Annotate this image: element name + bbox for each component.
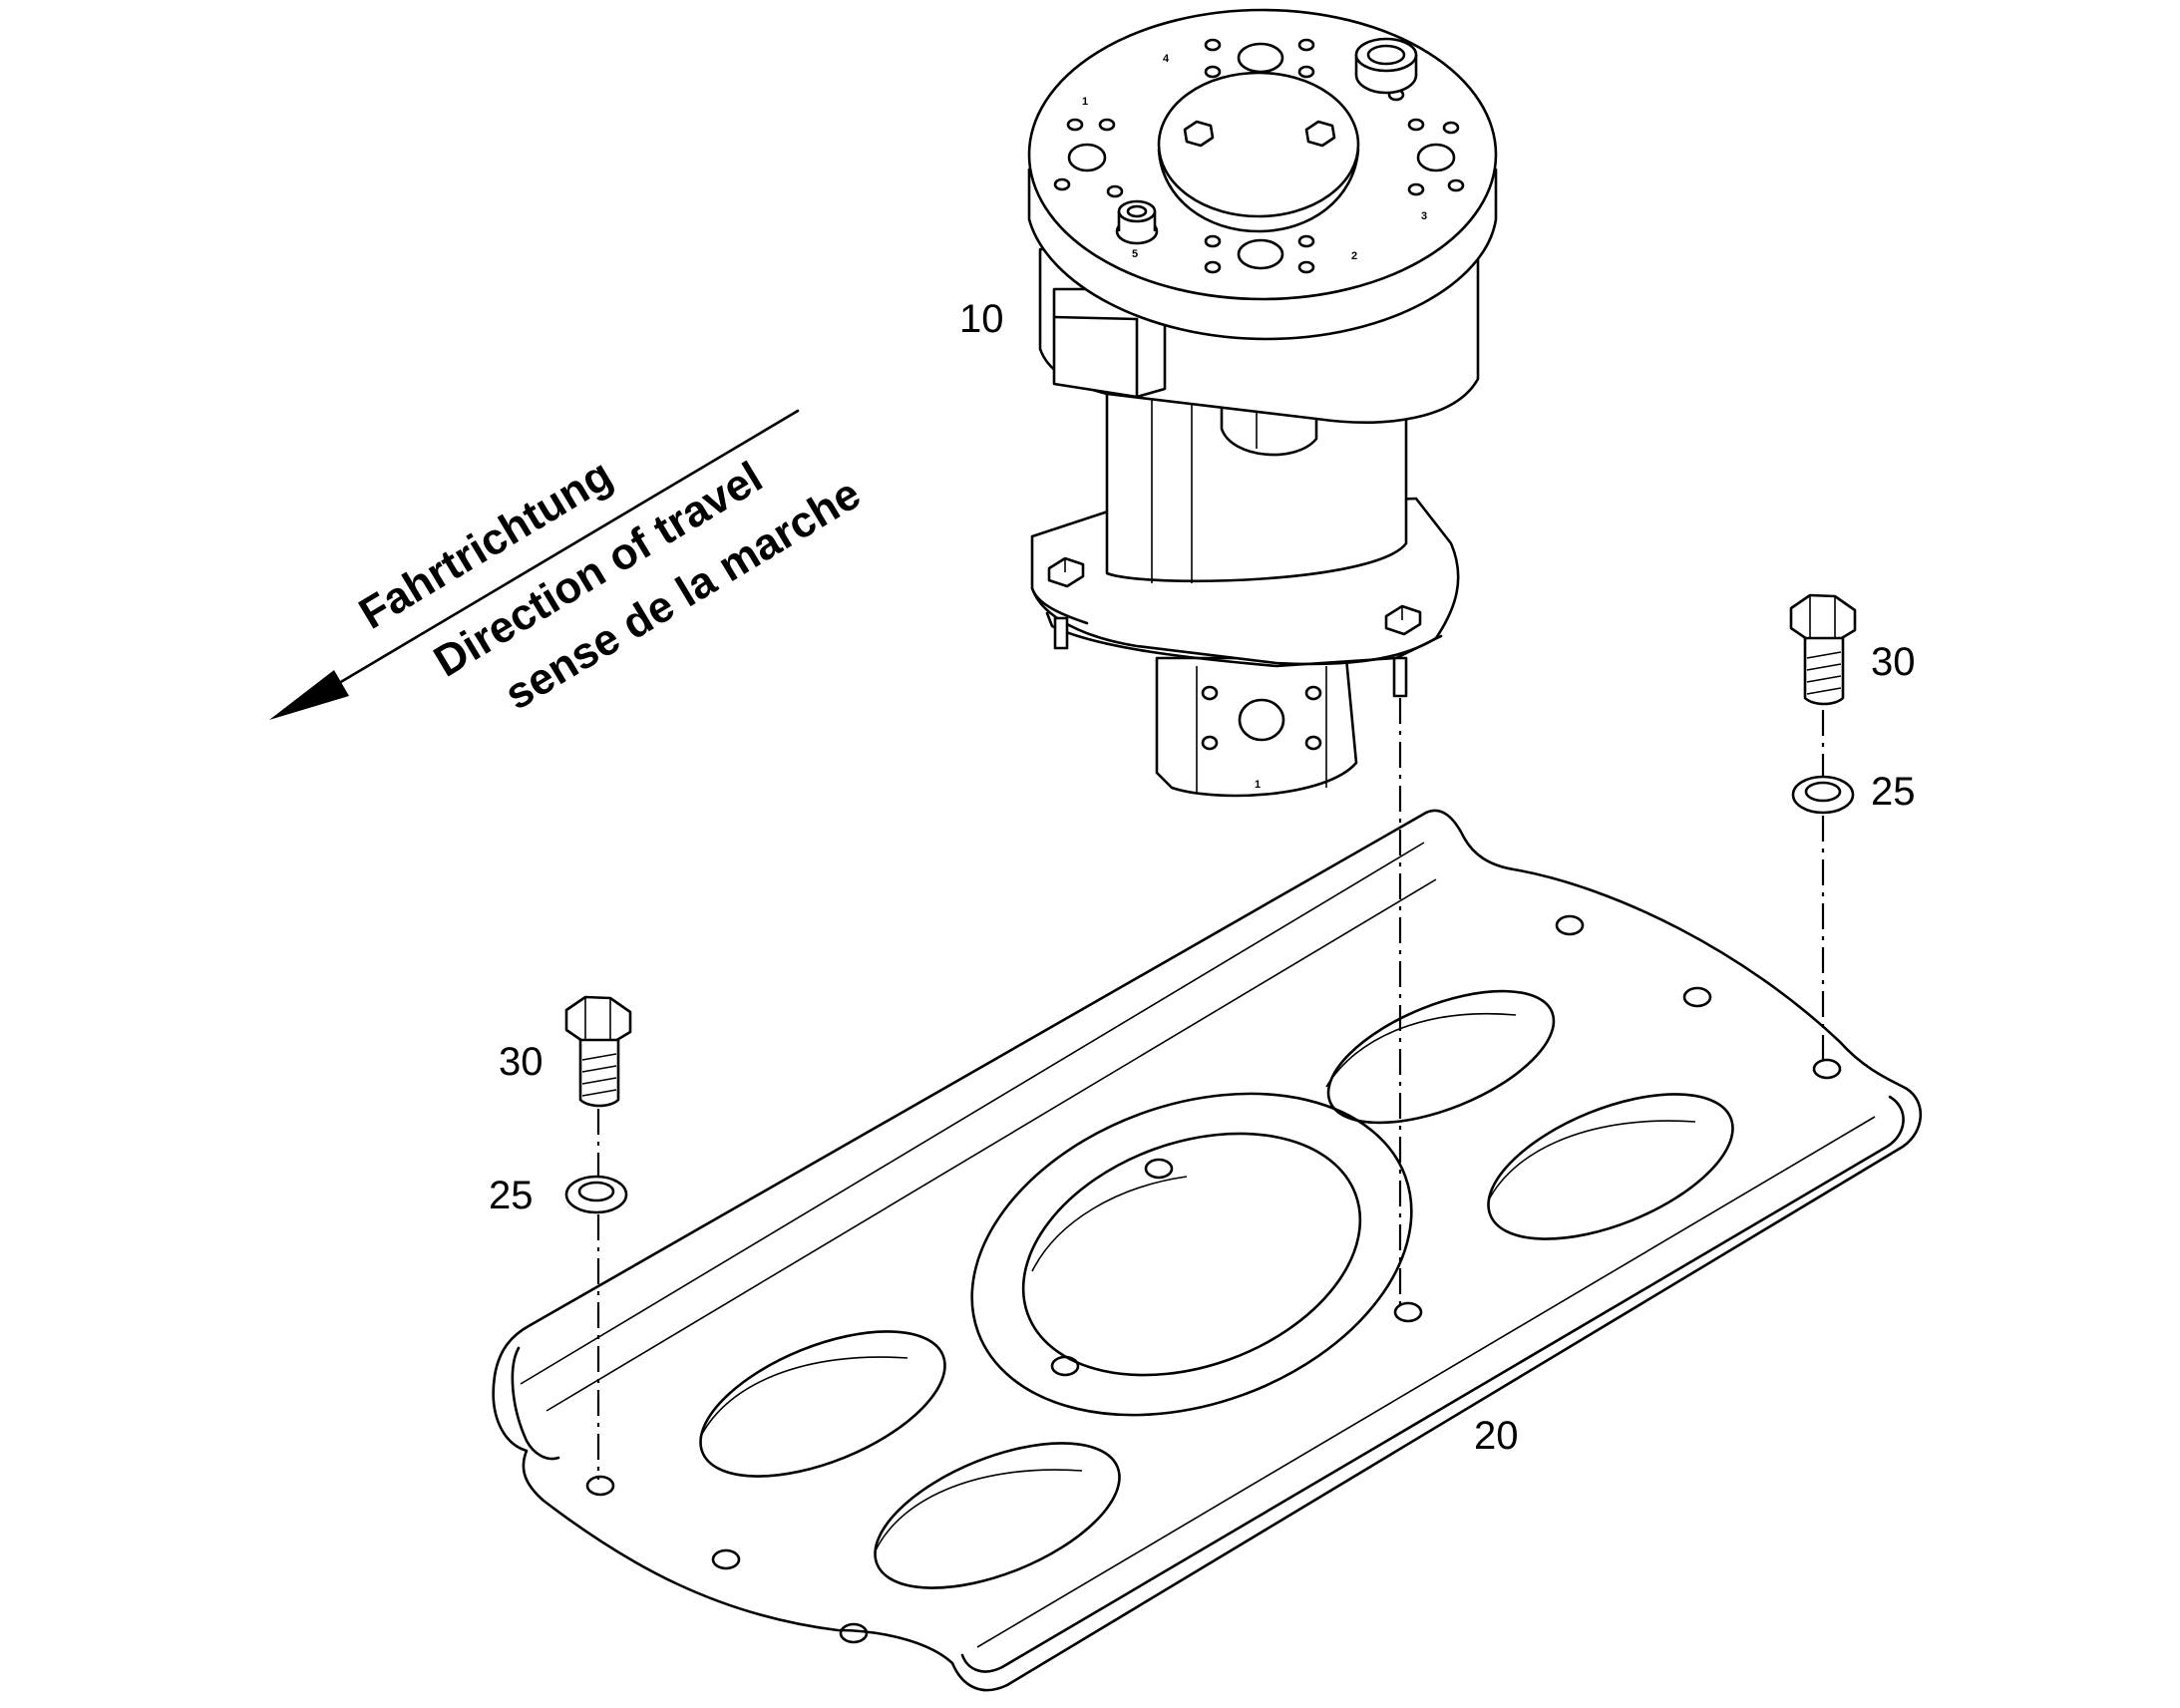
port-number-1: 1	[1082, 96, 1088, 108]
port-number-2: 2	[1351, 250, 1357, 262]
port-number-3: 3	[1421, 210, 1427, 222]
lower-port-block-bolt-holes	[1201, 685, 1322, 751]
motor-assembly: 1	[1027, 8, 1498, 798]
direction-arrow	[269, 409, 800, 720]
base-plate-outline	[492, 809, 1923, 1692]
port-number-4: 4	[1163, 53, 1170, 65]
mounting-flange-lower-edge	[1030, 586, 1089, 625]
base-plate-oval-opening-3	[699, 1330, 946, 1478]
bolt-right	[1789, 593, 1857, 706]
base-plate-oval-opening-2-edge	[1487, 1120, 1696, 1202]
callout-30-bolt-right: 30	[1871, 640, 1916, 684]
flange-bolt-right	[1384, 604, 1422, 698]
callout-25-washer-right: 25	[1871, 770, 1916, 814]
base-plate-oval-opening-1	[1326, 989, 1556, 1125]
base-plate-mounting-holes	[585, 914, 1842, 1644]
base-plate-oval-opening-3-edge	[699, 1356, 908, 1439]
base-plate	[492, 809, 1923, 1692]
direction-arrowhead	[269, 670, 349, 720]
callout-10-motor: 10	[959, 297, 1004, 341]
base-plate-center-opening	[1021, 1132, 1362, 1377]
base-plate-center-ring	[970, 1092, 1413, 1417]
connector-box-edge	[1052, 315, 1139, 321]
top-fitting-large	[1354, 37, 1418, 95]
base-plate-front-rim	[960, 1095, 1905, 1673]
base-plate-back-fold-2	[520, 842, 1425, 1385]
callout-25-washer-left: 25	[489, 1174, 534, 1217]
washer-left	[564, 1175, 628, 1214]
base-plate-center-opening-edge	[1031, 1176, 1188, 1272]
base-plate-oval-opening-4	[874, 1442, 1121, 1589]
center-cap-bolts	[1183, 120, 1336, 148]
bolt-left	[564, 995, 632, 1108]
base-plate-back-fold	[545, 878, 1437, 1412]
base-plate-oval-opening-2	[1487, 1093, 1734, 1240]
base-plate-inner-fold-left	[511, 1346, 560, 1461]
base-plate-front-fold	[976, 1116, 1876, 1648]
flange-bolt-left	[1047, 556, 1085, 650]
top-fitting-small	[1115, 199, 1159, 245]
callout-20-plate: 20	[1474, 1414, 1519, 1458]
washer-right	[1791, 775, 1855, 815]
callout-30-bolt-left: 30	[499, 1040, 544, 1084]
lower-block-port-number: 1	[1255, 779, 1261, 791]
base-plate-oval-opening-1-edge	[1325, 1012, 1517, 1088]
base-plate-oval-opening-4-edge	[875, 1469, 1083, 1551]
port-number-5: 5	[1132, 248, 1138, 260]
lower-port-block-port	[1238, 698, 1285, 742]
center-cap	[1157, 71, 1360, 218]
center-cap-side	[1157, 148, 1360, 233]
assembly-center-lines	[596, 698, 1825, 1480]
top-disc-holes	[1053, 38, 1465, 274]
motor-body-recess	[1220, 337, 1318, 457]
